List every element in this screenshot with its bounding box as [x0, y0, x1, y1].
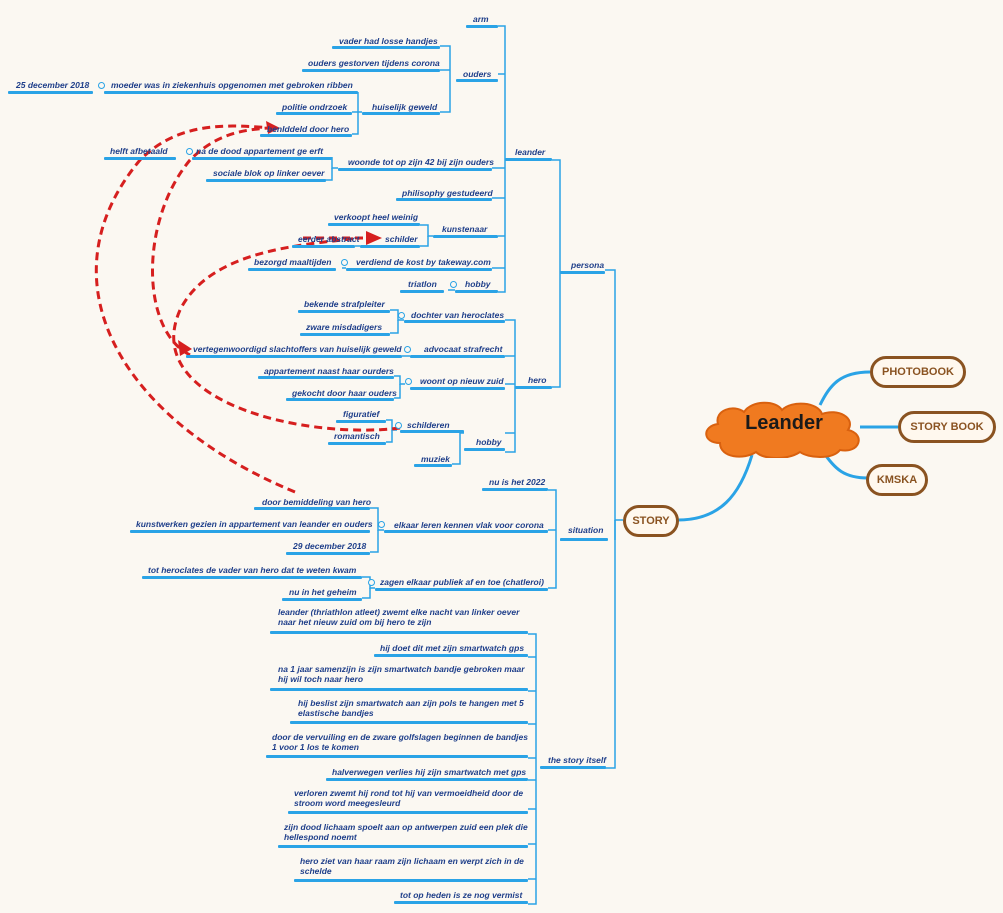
story-item-2[interactable]: hij doet dit met zijn smartwatch gps — [380, 643, 525, 653]
node-triatlon[interactable]: triatlon — [408, 279, 437, 289]
hub-photobook[interactable]: PHOTOBOOK — [870, 356, 966, 388]
story-item-4[interactable]: hij beslist zijn smartwatch aan zijn pol… — [298, 698, 524, 718]
node-elkaar-leren-kennen[interactable]: elkaar leren kennen vlak voor corona — [394, 520, 544, 530]
node-date-25-december-2018[interactable]: 25 december 2018 — [16, 80, 90, 90]
branch-story-itself[interactable]: the story itself — [548, 755, 607, 765]
story-item-5[interactable]: door de vervuiling en de zware golfslage… — [272, 732, 528, 752]
node-philosophy[interactable]: philisophy gestudeerd — [402, 188, 493, 198]
story-item-8[interactable]: zijn dood lichaam spoelt aan op antwerpe… — [284, 822, 528, 842]
node-kunstenaar[interactable]: kunstenaar — [442, 224, 488, 234]
node-sociale-blok[interactable]: sociale blok op linker oever — [213, 168, 325, 178]
story-item-10[interactable]: tot op heden is ze nog vermist — [400, 890, 523, 900]
node-na-de-dood-appartement[interactable]: na de dood appartement ge erft — [196, 146, 324, 156]
node-leander-hobby[interactable]: hobby — [465, 279, 491, 289]
node-bezorgd-maaltijden[interactable]: bezorgd maaltijden — [254, 257, 332, 267]
node-woont-op-nieuw-zuid[interactable]: woont op nieuw zuid — [420, 376, 504, 386]
node-tot-heroclates[interactable]: tot heroclates de vader van hero dat te … — [148, 565, 357, 575]
story-item-6[interactable]: halverwegen verlies hij zijn smartwatch … — [332, 767, 527, 777]
node-bemiddeld-door-hero[interactable]: benIddeld door hero — [267, 124, 350, 134]
node-zware-misdadigers[interactable]: zware misdadigers — [306, 322, 383, 332]
node-romantisch[interactable]: romantisch — [334, 431, 380, 441]
node-eerder-abstract[interactable]: eerder abstract — [298, 234, 360, 244]
node-helft-afbetaald[interactable]: helft afbetaald — [110, 146, 168, 156]
node-woonde-bij-ouders[interactable]: woonde tot op zijn 42 bij zijn ouders — [348, 157, 494, 167]
hub-story[interactable]: STORY — [623, 505, 679, 537]
node-figuratief[interactable]: figuratief — [343, 409, 380, 419]
node-bekende-strafpleiter[interactable]: bekende strafpleiter — [304, 299, 385, 309]
node-gekocht-door-ouders[interactable]: gekocht door haar ouders — [292, 388, 397, 398]
node-muziek[interactable]: muziek — [421, 454, 450, 464]
node-schilderen[interactable]: schilderen — [407, 420, 450, 430]
node-hero-hobby[interactable]: hobby — [476, 437, 502, 447]
branch-persona[interactable]: persona — [571, 260, 605, 270]
node-kunstwerken-gezien[interactable]: kunstwerken gezien in appartement van le… — [136, 519, 373, 529]
node-schilder[interactable]: schilder — [385, 234, 418, 244]
node-ouders[interactable]: ouders — [463, 69, 492, 79]
story-item-7[interactable]: verloren zwemt hij rond tot hij van verm… — [294, 788, 524, 808]
node-leander[interactable]: leander — [515, 147, 546, 157]
node-date-29-december-2018[interactable]: 29 december 2018 — [293, 541, 367, 551]
node-ouders-gestorven[interactable]: ouders gestorven tijdens corona — [308, 58, 440, 68]
node-vertegenwoordigd-slachtoffers[interactable]: vertegenwoordigd slachtoffers van huisel… — [193, 344, 402, 354]
node-nu-in-het-geheim[interactable]: nu in het geheim — [289, 587, 357, 597]
node-door-bemiddeling-van-hero[interactable]: door bemiddeling van hero — [262, 497, 372, 507]
hub-kmska[interactable]: KMSKA — [866, 464, 928, 496]
node-nu-is-het-2022[interactable]: nu is het 2022 — [489, 477, 546, 487]
central-node-label: Leander — [745, 412, 823, 434]
node-arm[interactable]: arm — [473, 14, 489, 24]
node-politie-onderzoek[interactable]: politie ondrzoek — [282, 102, 348, 112]
node-vader-losse-handjes[interactable]: vader had losse handjes — [339, 36, 438, 46]
story-item-9[interactable]: hero ziet van haar raam zijn lichaam en … — [300, 856, 524, 876]
branch-situation[interactable]: situation — [568, 525, 604, 535]
node-verdiend-takeway[interactable]: verdiend de kost by takeway.com — [356, 257, 491, 267]
story-item-1[interactable]: leander (thriathlon atleet) zwemt elke n… — [278, 607, 520, 627]
node-moeder-ziekenhuis[interactable]: moeder was in ziekenhuis opgenomen met g… — [111, 80, 353, 90]
node-dochter-van-heroclates[interactable]: dochter van heroclates — [411, 310, 505, 320]
node-zagen-elkaar-publiek[interactable]: zagen elkaar publiek af en toe (chatlero… — [380, 577, 544, 587]
node-huiselijk-geweld[interactable]: huiselijk geweld — [372, 102, 438, 112]
hub-story-book[interactable]: STORY BOOK — [898, 411, 996, 443]
relation-arrows — [94, 124, 401, 494]
central-node-cloud[interactable] — [700, 398, 868, 458]
node-hero[interactable]: hero — [528, 375, 547, 385]
story-item-3[interactable]: na 1 jaar samenzijn is zijn smartwatch b… — [278, 664, 525, 684]
node-appartement-naast-ouders[interactable]: appartement naast haar ourders — [264, 366, 394, 376]
node-verkoopt-weinig[interactable]: verkoopt heel weinig — [334, 212, 419, 222]
node-advocaat-strafrecht[interactable]: advocaat strafrecht — [424, 344, 503, 354]
